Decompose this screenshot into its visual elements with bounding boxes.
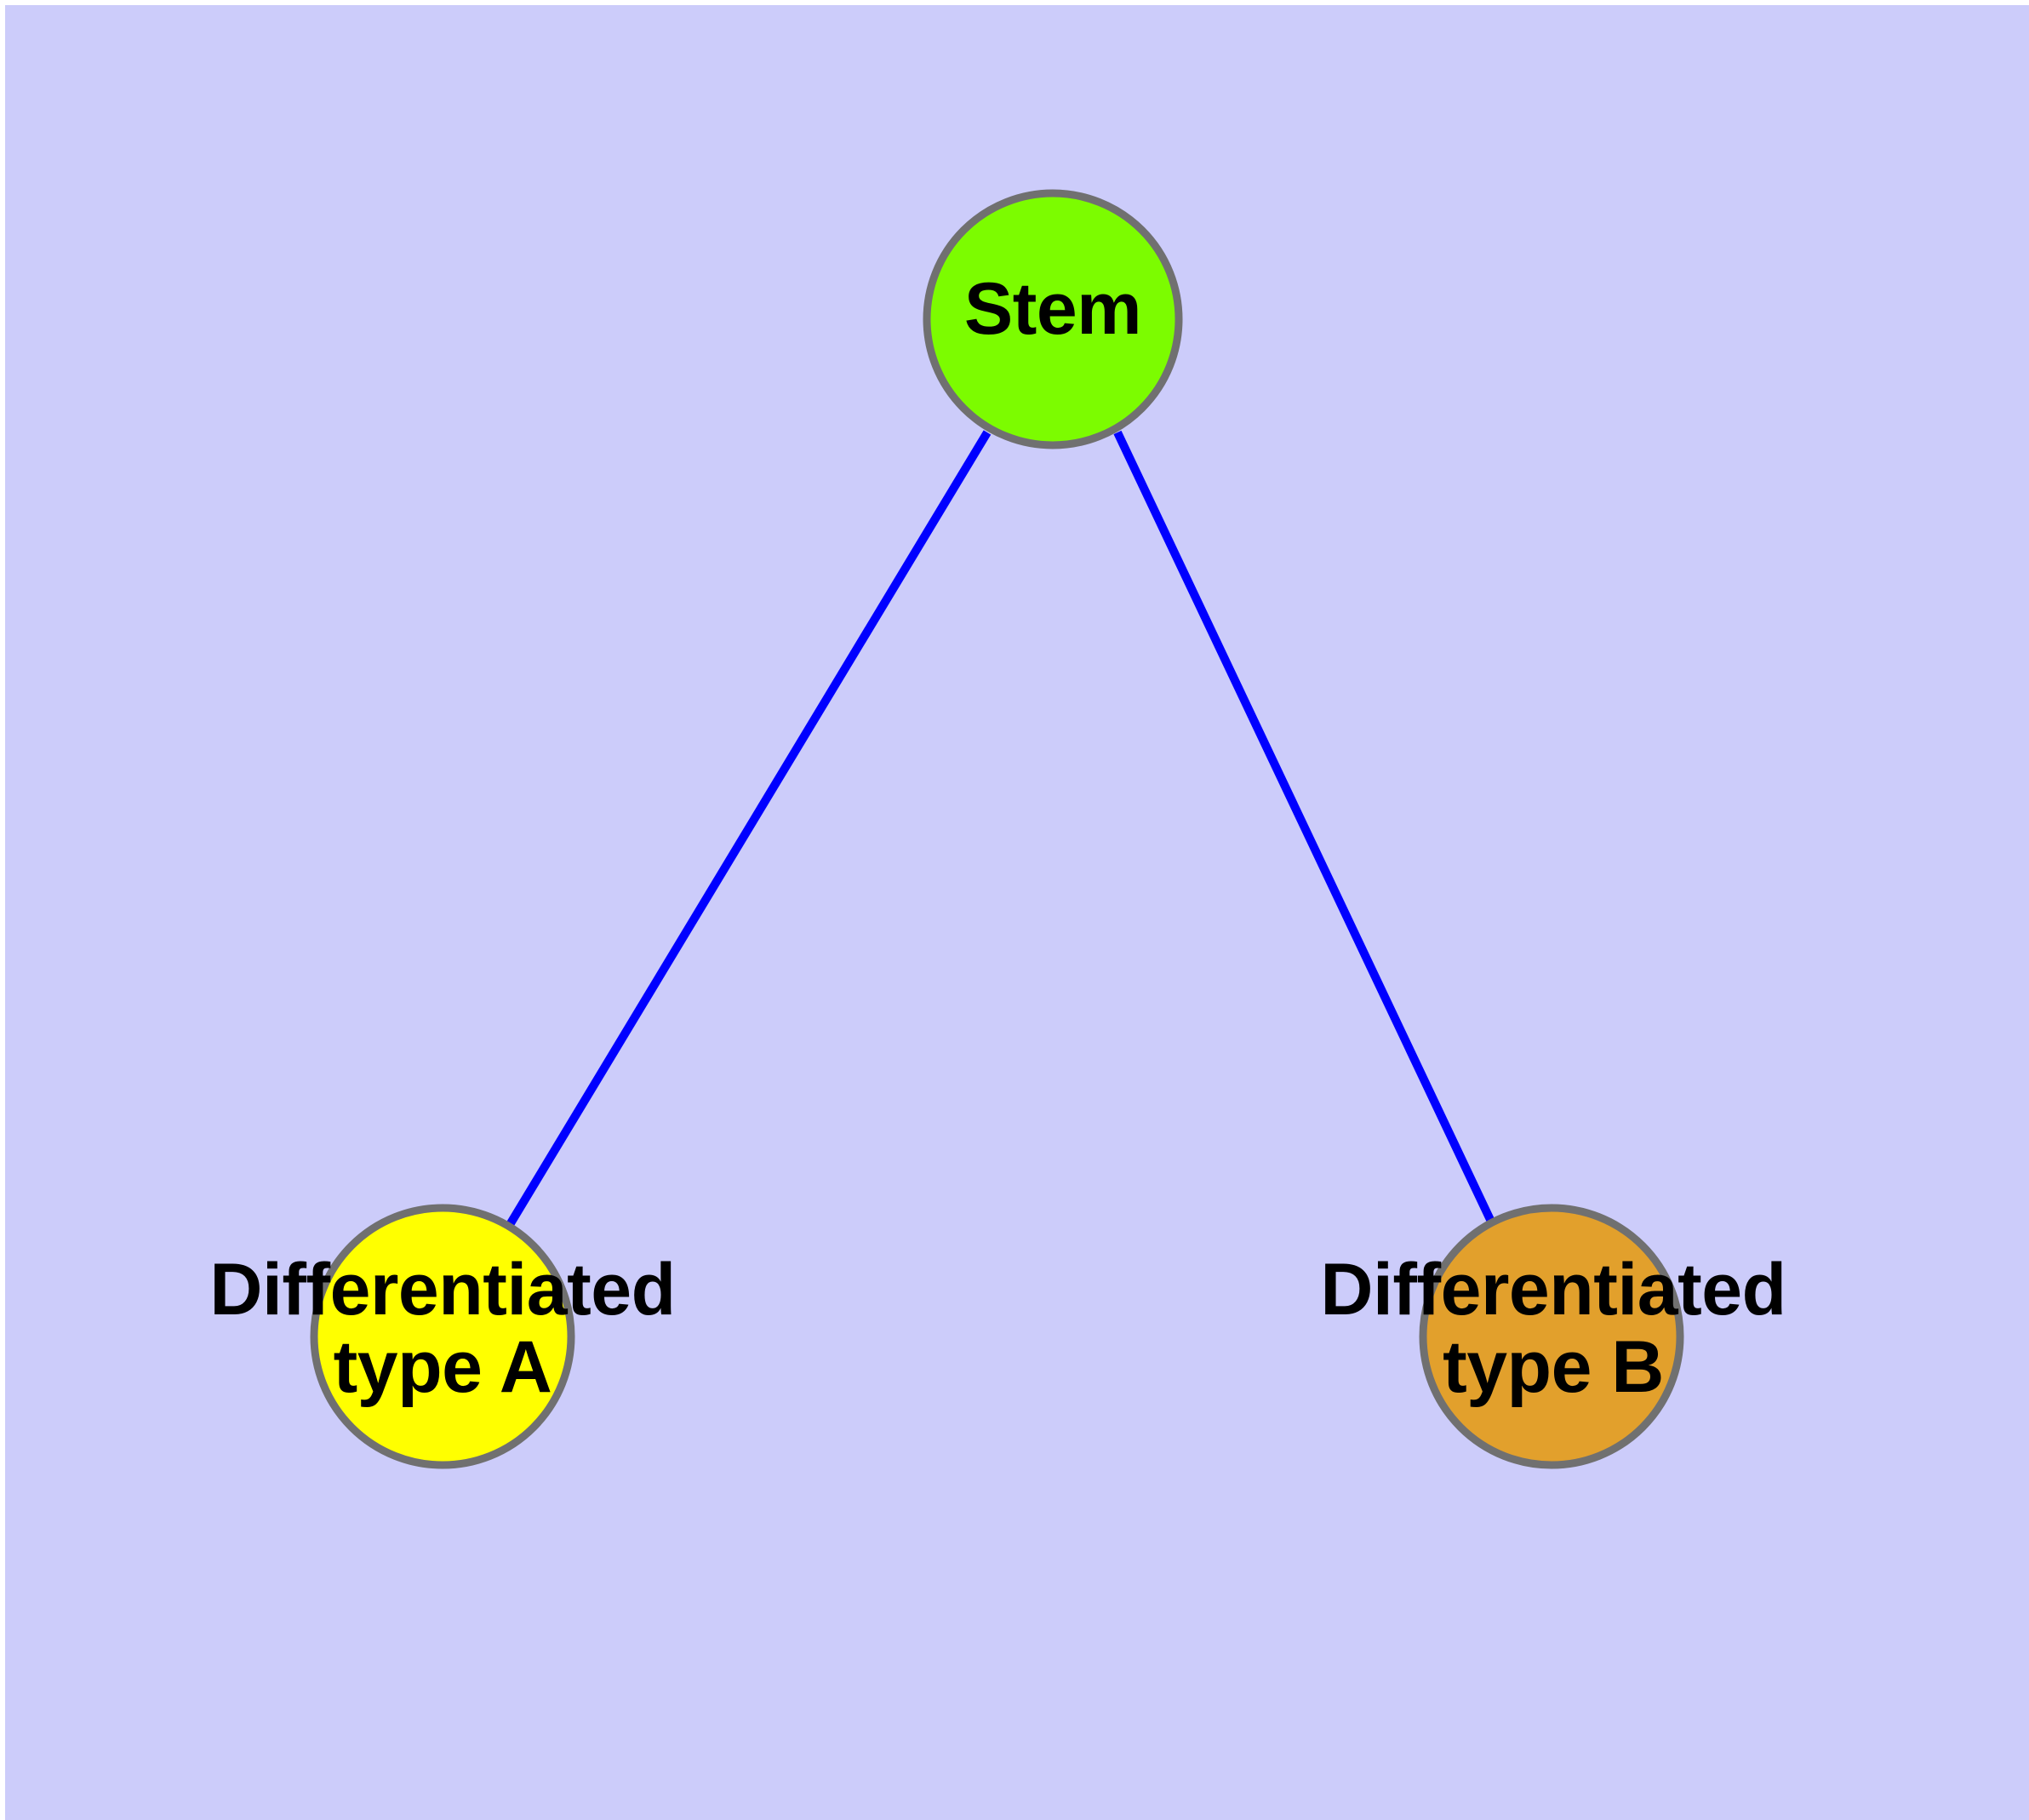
edge-stem-to-differentiated-type-a — [506, 430, 992, 1226]
edge-layer — [506, 430, 1496, 1226]
node-differentiated-type-b[interactable] — [1419, 1204, 1684, 1469]
node-layer — [310, 189, 1684, 1469]
node-differentiated-type-a[interactable] — [310, 1204, 575, 1469]
edge-stem-to-differentiated-type-b — [1113, 430, 1496, 1226]
node-stem[interactable] — [923, 189, 1183, 449]
